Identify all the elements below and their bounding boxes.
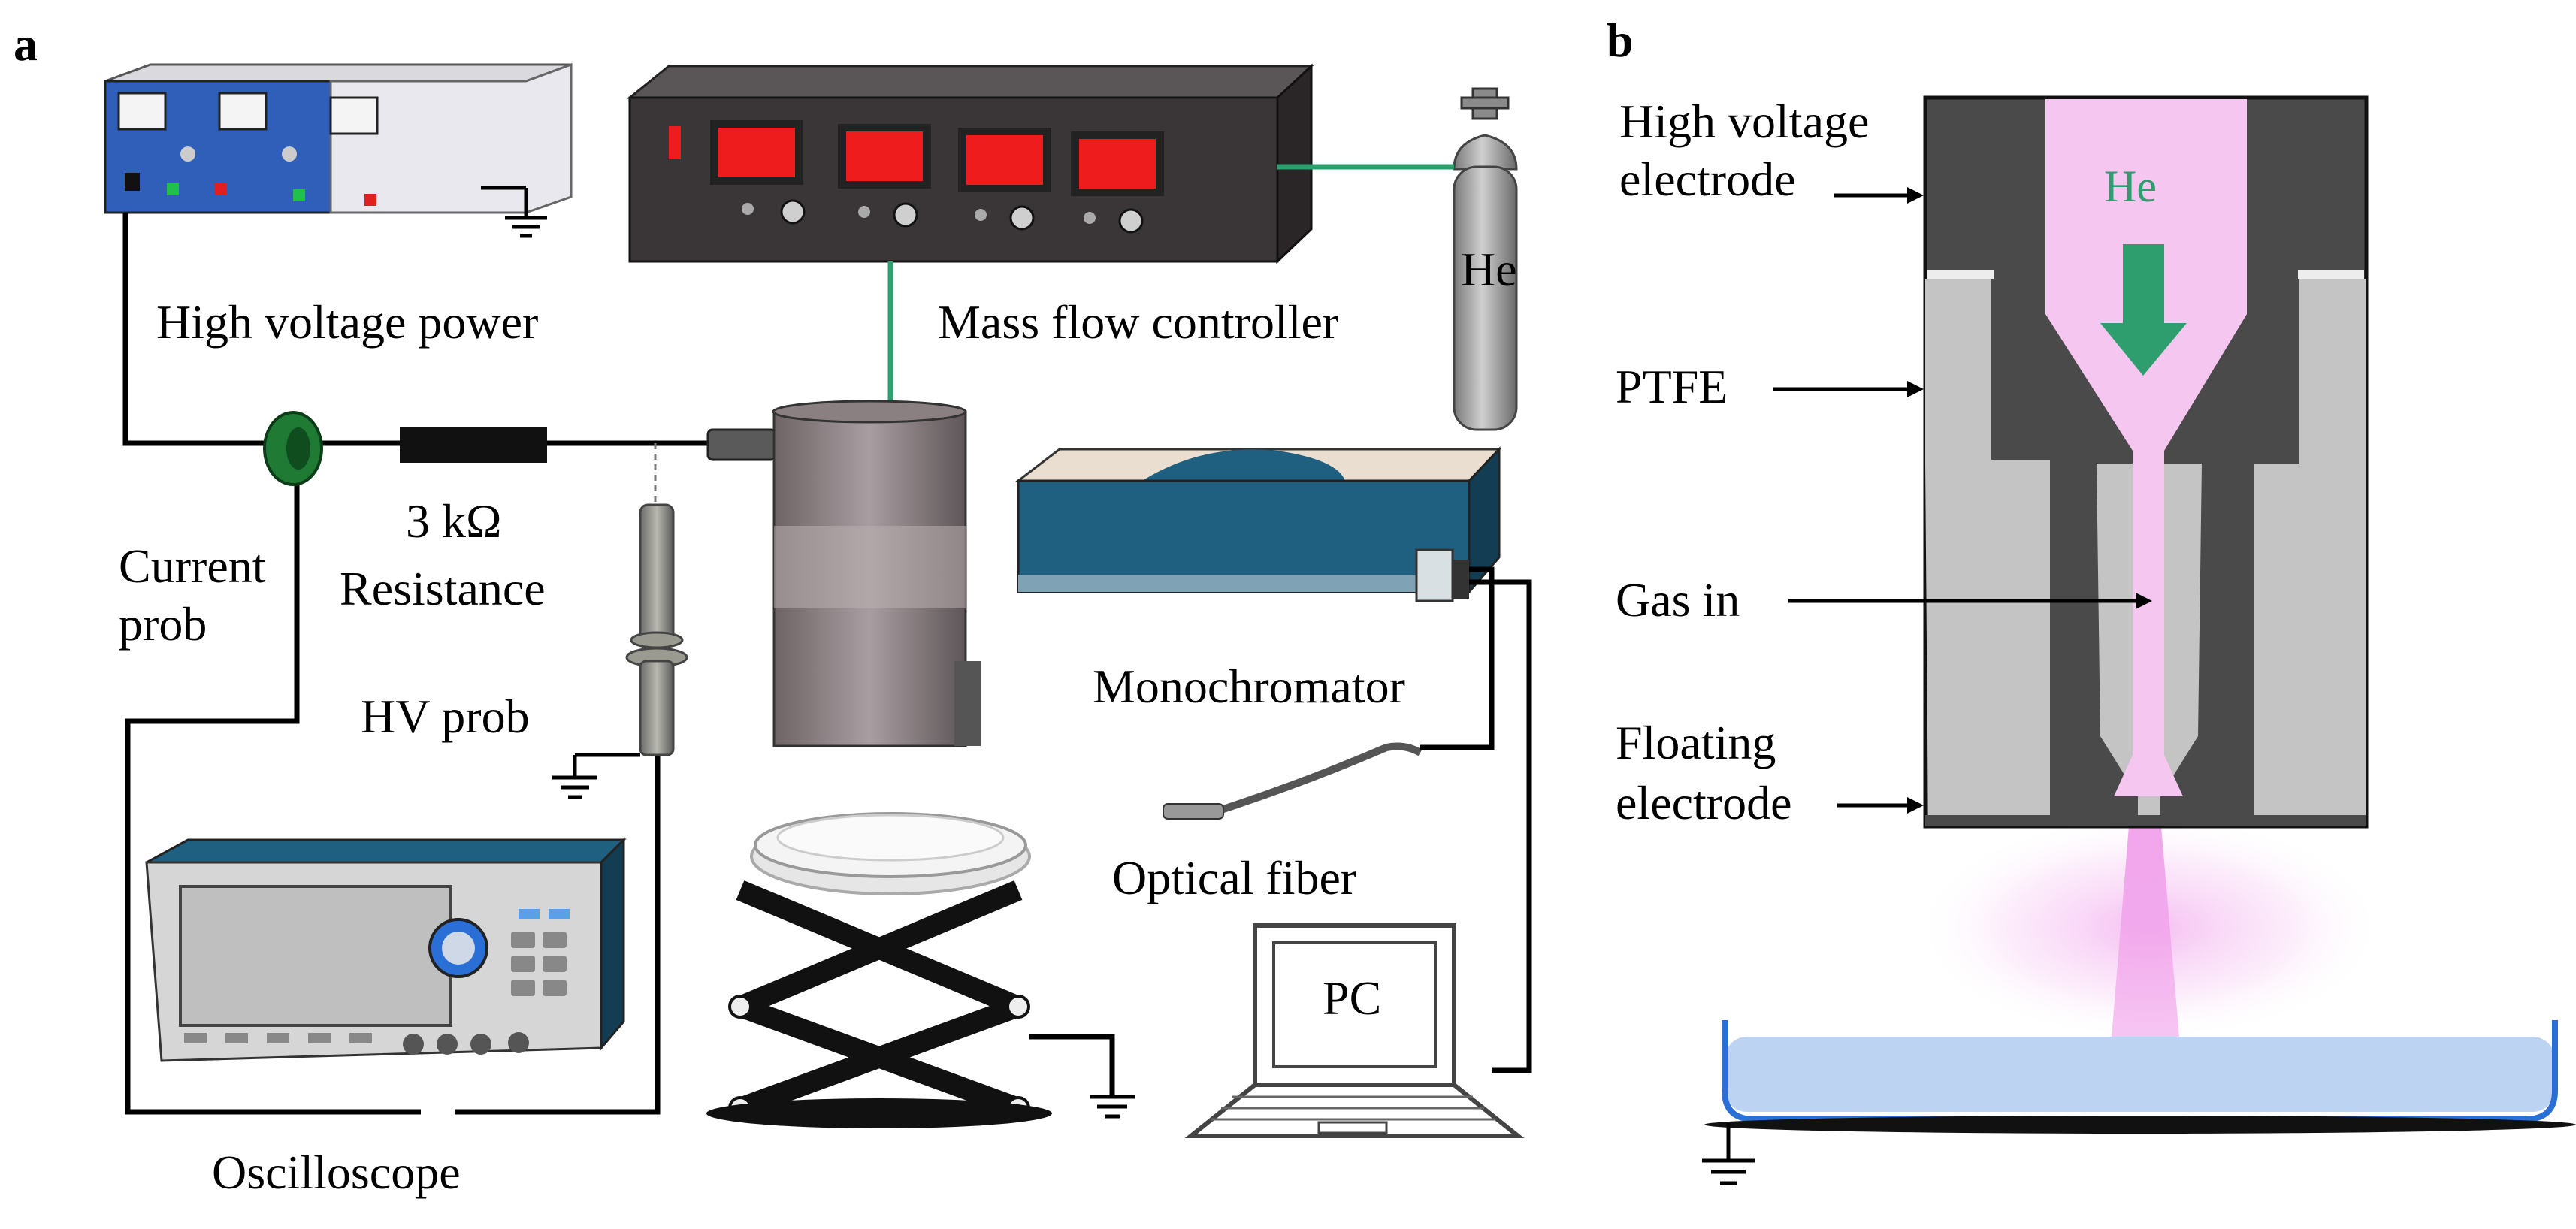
label-current-probe-2: prob bbox=[119, 597, 207, 651]
he-gas-cylinder bbox=[1453, 87, 1518, 431]
pointer-arrow bbox=[1837, 797, 1924, 814]
label-resistance-value: 3 kΩ bbox=[406, 494, 502, 548]
label-hv-electrode-1: High voltage bbox=[1619, 95, 1869, 148]
pointer-arrow bbox=[1788, 593, 2152, 609]
oscilloscope bbox=[145, 837, 627, 1062]
label-hv-probe: HV prob bbox=[361, 690, 530, 743]
ground-symbol bbox=[1702, 1123, 1755, 1185]
label-mfc: Mass flow controller bbox=[938, 295, 1338, 349]
flow-arrow-icon bbox=[2100, 244, 2187, 376]
hv-probe bbox=[625, 443, 688, 756]
label-current-probe-1: Current bbox=[119, 539, 266, 593]
resistor bbox=[400, 427, 547, 463]
wire-jack-ground bbox=[1029, 1034, 1115, 1097]
wire-mono-to-pc bbox=[1469, 579, 1532, 1073]
label-oscilloscope: Oscilloscope bbox=[212, 1146, 461, 1199]
pointer-arrow bbox=[1834, 187, 1924, 204]
ground-symbol bbox=[1090, 1095, 1135, 1119]
plasma-jet-device bbox=[706, 400, 981, 747]
label-floating-electrode-1: Floating bbox=[1616, 716, 1776, 769]
water-dish bbox=[1704, 1020, 2576, 1134]
hv-power-supply bbox=[104, 62, 573, 214]
gas-channel bbox=[2045, 99, 2247, 796]
label-ptfe: PTFE bbox=[1616, 360, 1728, 413]
panel-label-a: a bbox=[14, 17, 38, 71]
wire-mono-to-fiber bbox=[1420, 566, 1495, 750]
current-probe bbox=[263, 411, 323, 486]
monochromator bbox=[1014, 446, 1502, 602]
optical-fiber bbox=[1163, 742, 1423, 820]
label-he-inlet: He bbox=[2104, 162, 2157, 211]
petri-dish bbox=[750, 812, 1031, 895]
ground-symbol bbox=[552, 753, 640, 799]
pc-laptop bbox=[1184, 923, 1525, 1138]
label-optical-fiber: Optical fiber bbox=[1112, 851, 1356, 904]
pointer-arrow bbox=[1773, 381, 1924, 397]
label-hv-power: High voltage power bbox=[156, 295, 538, 349]
label-hv-electrode-2: electrode bbox=[1619, 152, 1796, 206]
plasma-jet-plume bbox=[2112, 826, 2179, 1037]
label-pc: PC bbox=[1323, 971, 1381, 1025]
label-he-cylinder: He bbox=[1461, 243, 1517, 296]
label-gas-in: Gas in bbox=[1616, 573, 1740, 627]
label-monochromator: Monochromator bbox=[1093, 660, 1405, 713]
label-resistance: Resistance bbox=[340, 562, 546, 615]
wire-current-probe-to-scope bbox=[125, 443, 421, 1115]
panel-label-b: b bbox=[1607, 14, 1634, 67]
wire-hv-probe-to-scope bbox=[455, 751, 661, 1115]
mass-flow-controller bbox=[626, 63, 1314, 264]
lab-jack bbox=[706, 880, 1052, 1128]
label-floating-electrode-2: electrode bbox=[1616, 776, 1792, 829]
ground-symbol bbox=[481, 186, 547, 238]
